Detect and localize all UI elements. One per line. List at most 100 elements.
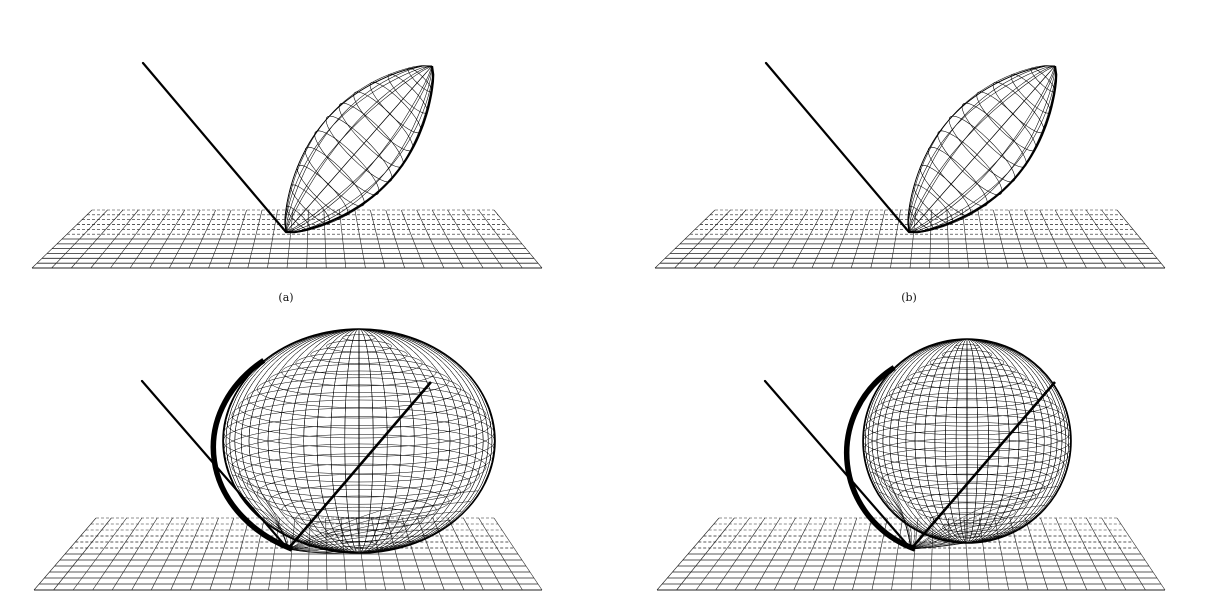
grid-column-line: [71, 209, 124, 269]
lobe-latitude: [941, 522, 993, 533]
lobe-longitude: [865, 338, 1069, 544]
grid-column-line: [656, 517, 720, 591]
ground-plane-grid: [654, 209, 1166, 269]
lobe-outline: [222, 328, 496, 554]
grid-column-line: [416, 209, 445, 269]
lobe-converging-line: [910, 531, 1010, 550]
lobe-longitude: [358, 328, 360, 554]
grid-column-line: [1024, 517, 1049, 591]
lobe-longitude: [876, 338, 1058, 544]
lobe-longitude: [248, 328, 470, 554]
grid-column-line: [493, 209, 543, 269]
lobe-latitude: [897, 373, 1037, 399]
grid-column-line: [306, 209, 309, 269]
grid-column-line: [850, 209, 870, 269]
lobe-latitude: [869, 446, 1065, 483]
lobe-outline: [862, 338, 1072, 544]
lobe-outline-heavy: [844, 365, 916, 552]
grid-column-line: [977, 209, 989, 269]
panel-a: [31, 61, 543, 269]
lobe-outline: [285, 65, 435, 234]
lobe-meridian: [285, 65, 433, 233]
grid-column-line: [447, 209, 484, 269]
lobe-meridian: [285, 65, 433, 233]
lobe-longitude: [290, 328, 428, 554]
lobe-converging-line: [287, 501, 471, 550]
lobe-converging-line: [910, 513, 1038, 550]
lobe-latitude: [342, 334, 376, 341]
lobe-outline-heavy: [210, 358, 293, 552]
lobe-latitude: [246, 463, 472, 505]
grid-column-line: [695, 517, 750, 591]
lobe-longitude: [865, 338, 1069, 544]
lobe-longitude: [267, 328, 451, 554]
grid-column-line: [1085, 209, 1127, 269]
lobe-longitude: [225, 328, 493, 554]
grid-column-line: [447, 517, 484, 591]
specular-axis: [287, 381, 432, 550]
lobe-longitude: [882, 338, 1052, 544]
lobe-latitude: [246, 377, 472, 419]
grid-column-line: [733, 209, 778, 269]
grid-column-line: [993, 209, 1009, 269]
grid-column-line: [978, 517, 990, 591]
grid-column-line: [111, 517, 158, 591]
grid-column-line: [401, 517, 426, 591]
lobe-longitude: [889, 338, 1045, 544]
lobe-latitude: [865, 438, 1069, 476]
grid-column-line: [963, 517, 970, 591]
reflectance-lobe: [210, 328, 496, 554]
grid-column-line: [1054, 209, 1087, 269]
lobe-converging-line: [232, 474, 289, 550]
grid-column-line: [773, 517, 812, 591]
lobe-longitude: [290, 328, 428, 554]
lobe-longitude: [905, 338, 1029, 544]
lobe-longitude: [882, 338, 1052, 544]
lobe-latitude: [865, 406, 1069, 444]
lobe-longitude: [234, 328, 484, 554]
lobe-latitude: [238, 453, 480, 498]
lobe-longitude: [234, 328, 484, 554]
grid-column-line: [385, 209, 405, 269]
lobe-latitude: [869, 399, 1065, 436]
lobe-latitude: [310, 345, 408, 364]
lobe-longitude: [897, 338, 1037, 544]
grid-column-line: [1070, 209, 1107, 269]
lobe-longitude: [267, 328, 451, 554]
grid-column-line: [209, 517, 235, 591]
lobe-latitude: [862, 422, 1072, 460]
lobe-meridian: [908, 65, 1056, 233]
lobe-longitude: [871, 338, 1063, 544]
lobe-latitude: [897, 483, 1037, 509]
ground-plane-grid: [656, 517, 1166, 591]
lobe-latitude: [874, 455, 1060, 490]
caption-b: (b): [901, 291, 917, 304]
incident-ray: [141, 61, 288, 234]
grid-column-line: [772, 209, 809, 269]
grid-column-line: [832, 517, 858, 591]
lobe-longitude: [871, 338, 1063, 544]
grid-column-line: [909, 209, 917, 269]
grid-column-line: [734, 517, 781, 591]
lobe-latitude: [310, 518, 408, 537]
grid-column-line: [371, 517, 386, 591]
lobe-converging-line: [910, 495, 1053, 550]
grid-column-line: [946, 209, 950, 269]
grid-column-line: [129, 209, 170, 269]
incident-ray: [764, 61, 911, 234]
lobe-latitude: [907, 492, 1027, 515]
lobe-meridian: [909, 65, 1056, 233]
grid-column-line: [962, 209, 970, 269]
lobe-latitude: [268, 484, 450, 518]
grid-column-line: [208, 209, 232, 269]
lobe-latitude: [231, 392, 487, 439]
lobe-converging-line: [287, 547, 327, 552]
lobe-meridian: [285, 65, 433, 233]
grid-column-line: [870, 209, 886, 269]
lobe-latitude: [238, 384, 480, 429]
grid-column-line: [1009, 517, 1029, 591]
lobe-converging-line: [910, 504, 1046, 550]
lobe-latitude: [226, 434, 492, 483]
lobe-longitude: [934, 338, 1000, 544]
grid-column-line: [323, 209, 327, 269]
